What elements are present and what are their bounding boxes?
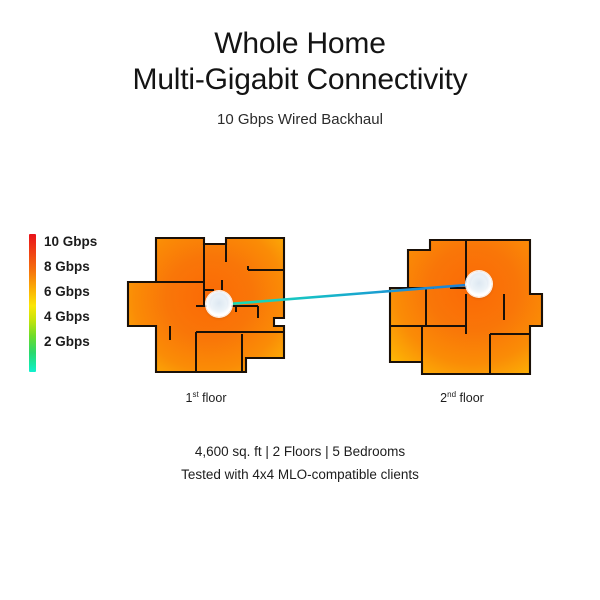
page-title: Whole Home Multi-Gigabit Connectivity: [0, 26, 600, 98]
floor-2-label: 2nd floor: [372, 389, 552, 405]
title-line-1: Whole Home: [214, 27, 386, 60]
mesh-node-floor-2[interactable]: [466, 271, 492, 297]
title-line-2: Multi-Gigabit Connectivity: [132, 63, 468, 96]
floor-2-ordinal: 2: [440, 391, 448, 405]
signal-strength-legend: 10 Gbps 8 Gbps 6 Gbps 4 Gbps 2 Gbps: [27, 232, 123, 374]
legend-label-8gbps: 8 Gbps: [44, 259, 90, 274]
legend-label-6gbps: 6 Gbps: [44, 284, 90, 299]
mesh-node-floor-1[interactable]: [206, 291, 232, 317]
floor-1-label-text: floor: [198, 391, 227, 405]
legend-label-10gbps: 10 Gbps: [44, 234, 98, 249]
legend-label-2gbps: 2 Gbps: [44, 334, 90, 349]
legend-label-4gbps: 4 Gbps: [44, 309, 90, 324]
floor-1-label: 1st floor: [116, 389, 296, 405]
footer-specs: 4,600 sq. ft | 2 Floors | 5 Bedrooms Tes…: [0, 440, 600, 486]
floor-1-outer-wall: [126, 236, 286, 374]
legend-gradient-bar: [29, 234, 36, 372]
floor-2-label-text: floor: [456, 391, 484, 405]
footer-line-1: 4,600 sq. ft | 2 Floors | 5 Bedrooms: [194, 444, 406, 459]
page-subtitle: 10 Gbps Wired Backhaul: [217, 111, 383, 128]
floor-1-ordinal: 1: [185, 391, 193, 405]
footer-line-2: Tested with 4x4 MLO-compatible clients: [181, 467, 419, 482]
floor-1-ordinal-suffix: st: [192, 389, 199, 399]
floor-2-ordinal-suffix: nd: [447, 389, 457, 399]
floor-plan-2: [378, 222, 554, 390]
legend-label-list: 10 Gbps 8 Gbps 6 Gbps 4 Gbps 2 Gbps: [44, 229, 124, 354]
